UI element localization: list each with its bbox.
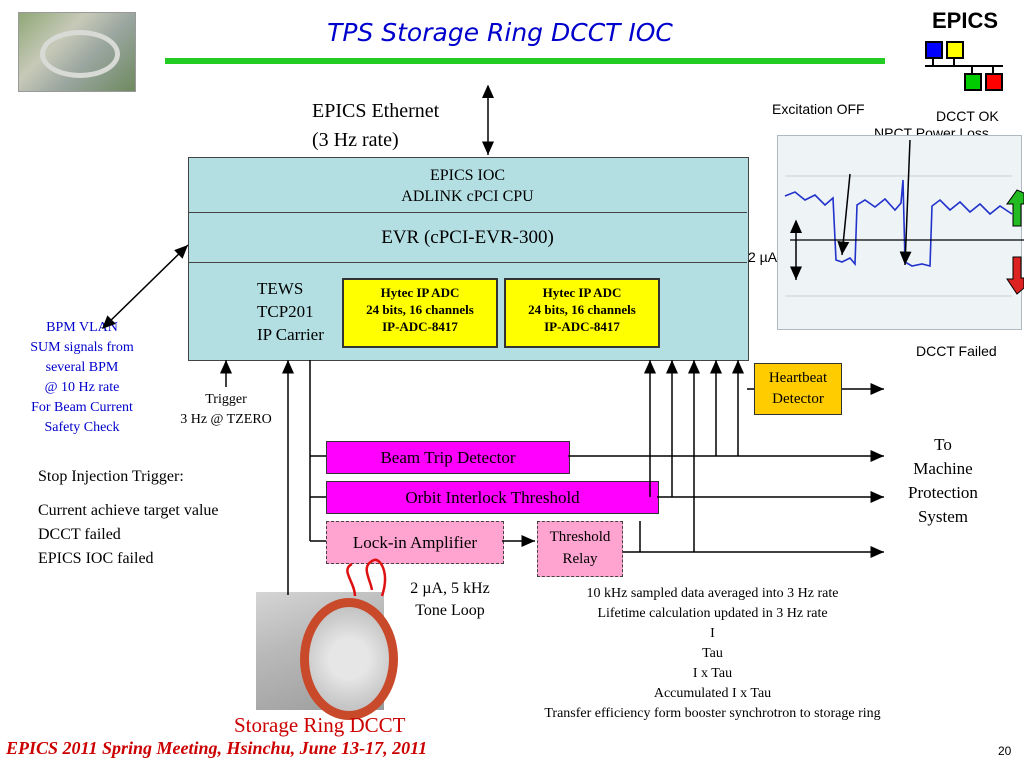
excitation-off-label: Excitation OFF <box>772 101 865 117</box>
excitation-pointer <box>837 173 851 256</box>
note-line4: Tau <box>702 646 723 661</box>
trigger-label: Trigger 3 Hz @ TZERO <box>166 390 286 430</box>
adc1-line3: IP-ADC-8417 <box>382 319 458 334</box>
trigger-line2: 3 Hz @ TZERO <box>180 412 272 427</box>
orbit-interlock-threshold: Orbit Interlock Threshold <box>326 481 659 514</box>
dcct-caption: Storage Ring DCCT <box>234 713 406 737</box>
beam-trip-detector: Beam Trip Detector <box>326 441 570 474</box>
heartbeat-line2: Detector <box>772 391 824 407</box>
stop-line3: DCCT failed <box>38 526 121 543</box>
dcct-ok-label: DCCT OK <box>936 108 999 124</box>
bpm-line6: Safety Check <box>44 420 120 435</box>
mps-line2: Machine <box>913 459 973 478</box>
bpm-line4: @ 10 Hz rate <box>44 380 120 395</box>
lock-in-amplifier: Lock-in Amplifier <box>326 521 504 564</box>
bpm-vlan-note: BPM VLAN SUM signals from several BPM @ … <box>12 318 152 438</box>
adc1-line2: 24 bits, 16 channels <box>366 302 474 317</box>
mps-line4: System <box>917 507 969 526</box>
stop-injection-note: Stop Injection Trigger: Current achieve … <box>38 465 219 571</box>
page-number: 20 <box>998 744 1012 758</box>
mps-line1: To <box>934 435 952 454</box>
mps-line3: Protection <box>908 483 978 502</box>
stop-line2: Current achieve target value <box>38 502 219 519</box>
tone-line2: Tone Loop <box>415 602 485 619</box>
carrier-line1: TEWS <box>257 279 304 298</box>
heartbeat-detector: Heartbeat Detector <box>754 363 842 415</box>
logo-yellow-square <box>946 41 964 59</box>
dcct-ring <box>300 598 398 720</box>
logo-green-square <box>964 73 982 91</box>
oscilloscope-screenshot <box>777 135 1022 330</box>
footer-text: EPICS 2011 Spring Meeting, Hsinchu, June… <box>6 738 428 758</box>
adc-module-1: Hytec IP ADC 24 bits, 16 channels IP-ADC… <box>342 278 498 348</box>
cpu-section: EPICS IOC ADLINK cPCI CPU <box>188 157 747 213</box>
heartbeat-line1: Heartbeat <box>768 370 828 386</box>
adc2-line3: IP-ADC-8417 <box>544 319 620 334</box>
note-line1: 10 kHz sampled data averaged into 3 Hz r… <box>586 586 839 601</box>
tone-loop-label: 2 µA, 5 kHz Tone Loop <box>395 578 505 622</box>
dcct-failed-label: DCCT Failed <box>916 343 997 359</box>
orbit-interlock-label: Orbit Interlock Threshold <box>405 488 580 507</box>
scope-scale-label: 2 µA <box>748 249 778 265</box>
adc2-line2: 24 bits, 16 channels <box>528 302 636 317</box>
adc1-line1: Hytec IP ADC <box>380 285 460 300</box>
bpm-line1: BPM VLAN <box>46 320 118 335</box>
tone-line1: 2 µA, 5 kHz <box>410 580 490 597</box>
title-underline <box>165 58 885 64</box>
ethernet-label-line2: (3 Hz rate) <box>312 129 399 151</box>
down-arrow-icon <box>1006 256 1024 295</box>
note-line7: Transfer efficiency form booster synchro… <box>544 706 881 721</box>
scope-traces <box>784 175 1024 297</box>
note-line5: I x Tau <box>692 666 733 681</box>
note-line3: I <box>710 626 715 641</box>
relay-line2: Relay <box>562 551 598 567</box>
stop-line4: EPICS IOC failed <box>38 550 154 567</box>
stop-line1: Stop Injection Trigger: <box>38 468 184 485</box>
storage-ring-outline <box>40 30 120 78</box>
evr-section: EVR (cPCI-EVR-300) <box>188 214 747 263</box>
logo-blue-square <box>925 41 943 59</box>
up-arrow-icon <box>1006 189 1024 227</box>
logo-red-square <box>985 73 1003 91</box>
bpm-line5: For Beam Current <box>31 400 133 415</box>
beam-trip-label: Beam Trip Detector <box>380 448 516 467</box>
bpm-line3: several BPM <box>45 360 119 375</box>
adc2-line1: Hytec IP ADC <box>542 285 622 300</box>
lock-in-label: Lock-in Amplifier <box>352 533 478 552</box>
carrier-line3: IP Carrier <box>257 325 324 344</box>
threshold-relay: Threshold Relay <box>537 521 623 577</box>
slide-title: TPS Storage Ring DCCT IOC <box>327 18 673 47</box>
dcct-cable <box>346 558 387 597</box>
mps-label: To Machine Protection System <box>896 433 990 529</box>
adc-module-2: Hytec IP ADC 24 bits, 16 channels IP-ADC… <box>504 278 660 348</box>
carrier-label: TEWS TCP201 IP Carrier <box>257 277 324 346</box>
cpu-label-line1: EPICS IOC <box>429 167 506 184</box>
ethernet-label: EPICS Ethernet (3 Hz rate) <box>312 97 439 155</box>
bpm-line2: SUM signals from <box>30 340 134 355</box>
note-line2: Lifetime calculation updated in 3 Hz rat… <box>597 606 828 621</box>
ethernet-label-line1: EPICS Ethernet <box>312 100 440 122</box>
carrier-line2: TCP201 <box>257 302 314 321</box>
processing-notes: 10 kHz sampled data averaged into 3 Hz r… <box>500 584 925 724</box>
cpu-label-line2: ADLINK cPCI CPU <box>401 188 534 205</box>
relay-line1: Threshold <box>549 529 611 545</box>
npct-pointer <box>899 139 912 266</box>
note-line6: Accumulated I x Tau <box>653 686 772 701</box>
epics-logo-text: EPICS <box>932 8 999 33</box>
trigger-line1: Trigger <box>205 392 247 407</box>
bpm-arrow <box>101 244 189 330</box>
evr-label: EVR (cPCI-EVR-300) <box>381 227 554 248</box>
